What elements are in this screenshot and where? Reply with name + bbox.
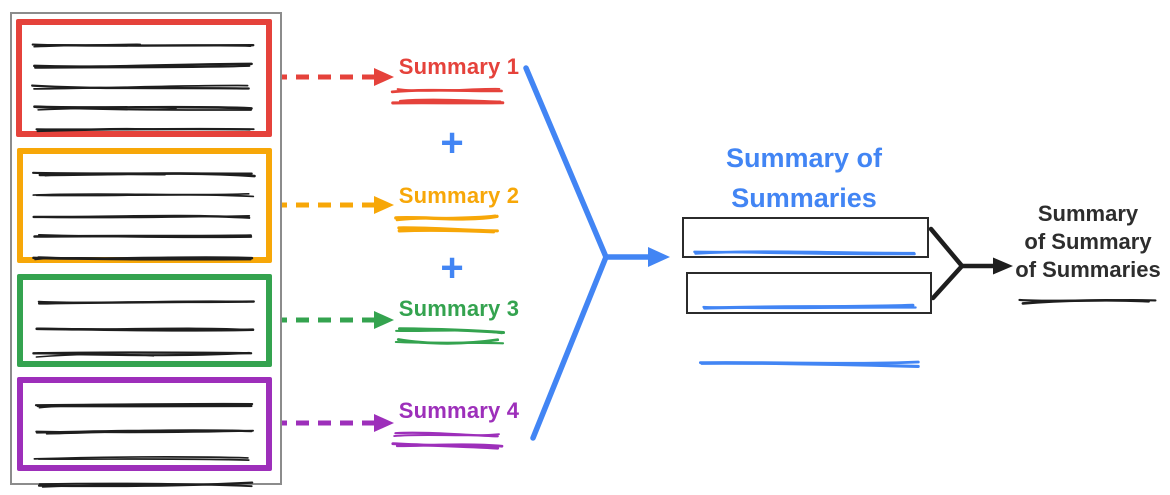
final-summary-title: Summary of Summary of Summaries [1012, 200, 1164, 284]
blue-merge-arrow [523, 65, 670, 441]
final-summary-title-line2: of Summary [1024, 229, 1152, 254]
scribble-stroke [396, 338, 500, 345]
summary4-scribble [391, 431, 504, 450]
summary4-dashed-arrow [274, 414, 394, 432]
scribble-stroke [32, 193, 250, 196]
scribble-stroke [41, 483, 158, 488]
scribble-stroke [34, 257, 133, 261]
document-section-2 [17, 148, 272, 263]
summary-of-summaries-title-line2: Summaries [731, 183, 877, 213]
scribble-stroke [396, 87, 501, 92]
summary3-dashed-arrow [274, 311, 394, 329]
scribble-stroke [702, 305, 917, 310]
scribble-stroke [394, 431, 499, 438]
document-section-1 [16, 19, 272, 137]
document-section-4 [17, 377, 272, 488]
scribble-stroke [34, 402, 254, 407]
black-merge-arrow [928, 226, 1013, 301]
scribble-stroke [397, 228, 496, 234]
summary3-label: Summary 3 [398, 296, 520, 321]
black-arrowhead-icon [993, 257, 1013, 275]
summary-of-summaries-title: Summary of Summaries [686, 138, 922, 218]
scribble-stroke [1021, 299, 1150, 305]
summary4-label: Summary 4 [398, 398, 520, 423]
scribble-stroke [398, 98, 502, 104]
summary3-scribble [394, 327, 506, 345]
final-summary-title-line3: of Summaries [1015, 257, 1161, 282]
scribble-stroke [37, 458, 250, 462]
summary-of-summaries-box-1 [682, 217, 929, 313]
plus-icon: + [440, 246, 464, 290]
scribble-stroke [32, 171, 253, 175]
scribble-stroke [395, 214, 497, 222]
blue-merge-chevron [523, 65, 609, 441]
document-section-2-text-scribble [32, 171, 256, 261]
summary1-label: Summary 1 [398, 54, 520, 79]
final-summary-scribble [1018, 298, 1157, 305]
scribble-stroke [48, 127, 159, 132]
final-summary-title-line1: Summary [1037, 201, 1139, 226]
scribble-stroke [38, 404, 172, 409]
plus-icon: + [440, 121, 464, 165]
scribble-stroke [33, 234, 252, 238]
scribble-stroke [37, 300, 255, 305]
scribble-stroke [34, 64, 251, 69]
summary-of-summaries-box2-scribble [698, 303, 920, 368]
scribble-stroke [33, 84, 249, 90]
scribble-stroke [395, 329, 504, 335]
blue-arrowhead-icon [648, 247, 670, 267]
scribble-stroke [700, 361, 920, 368]
scribble-stroke [35, 327, 255, 332]
summary1-scribble [390, 87, 505, 105]
scribble-stroke [44, 173, 166, 177]
document-section-4-text-scribble [33, 402, 254, 488]
summary1-dashed-arrow [274, 68, 394, 86]
summary2-label: Summary 2 [398, 183, 520, 208]
scribble-stroke [31, 84, 250, 90]
scribble-stroke [33, 456, 249, 460]
scribble-stroke [37, 107, 177, 111]
scribble-stroke [694, 250, 916, 255]
scribble-stroke [36, 215, 251, 219]
scribble-stroke [38, 482, 253, 488]
summary2-scribble [394, 214, 499, 234]
scribble-stroke [33, 43, 142, 48]
document-section-3 [17, 274, 272, 385]
document-section-1-text-scribble [31, 43, 255, 133]
summary-of-summaries-box-2 [686, 272, 932, 368]
black-merge-chevron [928, 226, 965, 301]
scribble-stroke [395, 443, 504, 448]
scribble-stroke [45, 430, 175, 435]
summary-of-summaries-title-line1: Summary of [725, 143, 883, 173]
summary2-dashed-arrow [274, 196, 394, 214]
scribble-stroke [35, 353, 155, 358]
